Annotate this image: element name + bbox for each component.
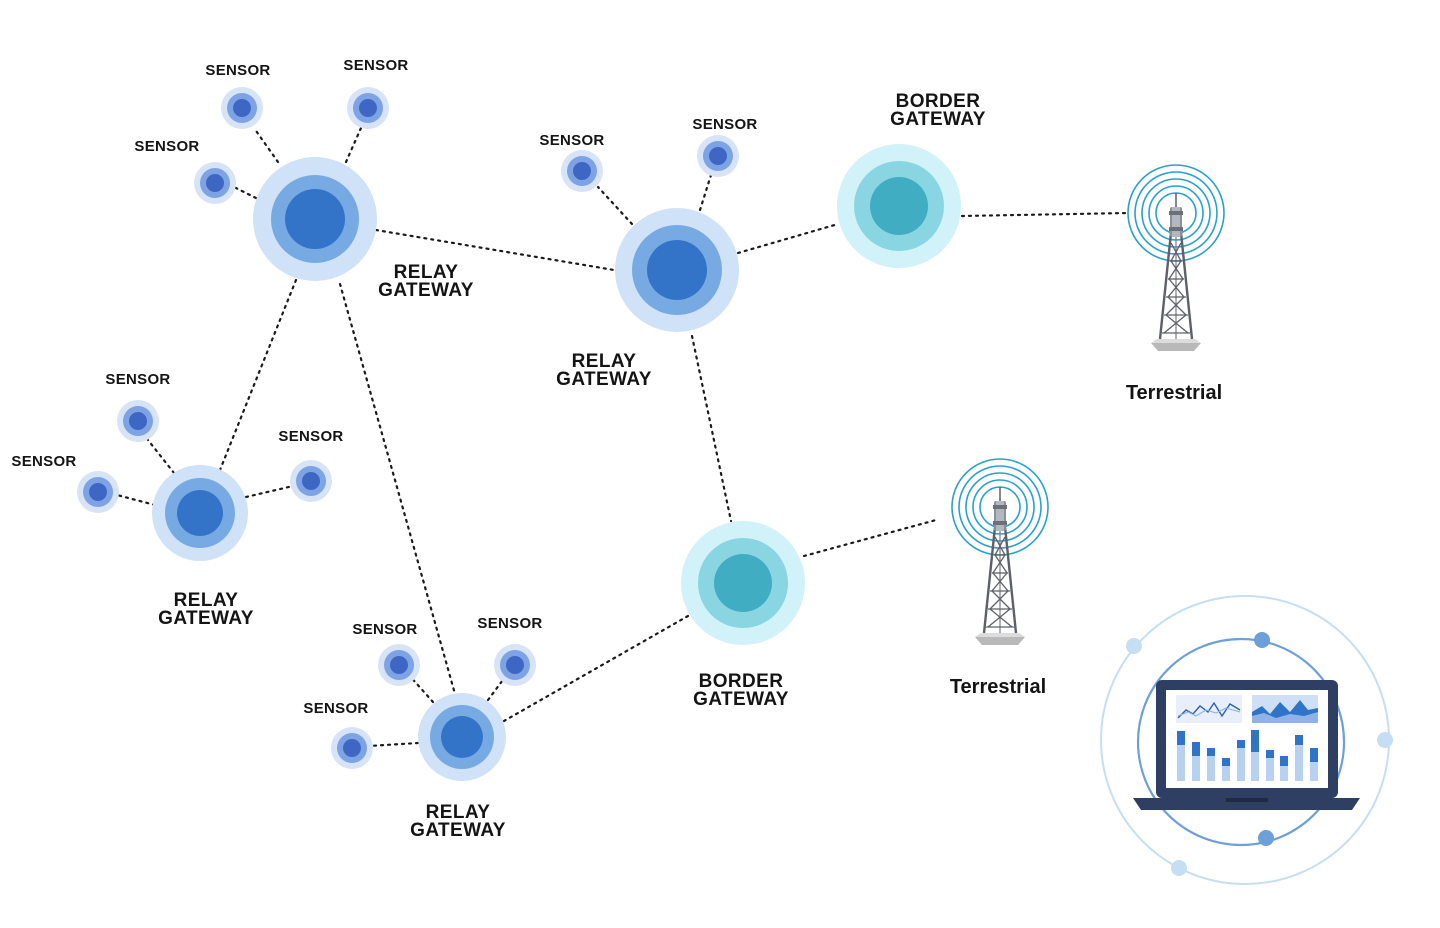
sensor-label: SENSOR bbox=[303, 700, 368, 717]
sensor-node bbox=[378, 644, 420, 686]
sensor-node bbox=[347, 87, 389, 129]
link-border1-tower1 bbox=[960, 211, 1130, 218]
sensor-label: SENSOR bbox=[477, 615, 542, 632]
relay-gateway-core bbox=[441, 716, 483, 758]
link-border2-relay4 bbox=[502, 614, 690, 723]
border-gateway-2 bbox=[681, 521, 805, 645]
link-relay2-border2 bbox=[690, 334, 733, 523]
link-relay1-sensor3 bbox=[232, 185, 258, 200]
sensor-label: SENSOR bbox=[11, 453, 76, 470]
relay-gateway-label-line1: RELAY bbox=[174, 590, 239, 611]
border-gateway-label-line1: BORDER bbox=[896, 91, 981, 112]
labels: SENSOR SENSOR SENSOR SENSOR SENSOR SENSO… bbox=[11, 57, 1222, 841]
sensor-node bbox=[697, 135, 739, 177]
sensor-node bbox=[290, 460, 332, 502]
relay-gateway-core bbox=[177, 490, 223, 536]
relay-gateway-label-line1: RELAY bbox=[394, 262, 459, 283]
border-gateway-core bbox=[714, 554, 772, 612]
border-gateway-label-line2: GATEWAY bbox=[890, 109, 986, 130]
sensor-label: SENSOR bbox=[352, 621, 417, 638]
border-gateway-label-line2: GATEWAY bbox=[693, 689, 789, 710]
relay-gateway-label-line2: GATEWAY bbox=[410, 820, 506, 841]
link-relay3-sensor3 bbox=[244, 484, 295, 499]
link-border2-tower2 bbox=[802, 518, 938, 558]
relay-gateway-label-line1: RELAY bbox=[426, 802, 491, 823]
terrestrial-label: Terrestrial bbox=[950, 676, 1046, 698]
link-relay1-relay3 bbox=[218, 278, 298, 472]
sensor-label: SENSOR bbox=[539, 132, 604, 149]
relay-gateway-1 bbox=[253, 157, 377, 281]
relay-gateway-label-line2: GATEWAY bbox=[556, 369, 652, 390]
orbit-dots bbox=[1126, 632, 1393, 876]
sensor-label: SENSOR bbox=[105, 371, 170, 388]
relay-gateway-3 bbox=[152, 465, 248, 561]
sensor-label: SENSOR bbox=[692, 116, 757, 133]
border-gateway-label-line1: BORDER bbox=[699, 671, 784, 692]
link-relay1-sensor1 bbox=[252, 126, 280, 164]
relay-gateway-core bbox=[285, 189, 345, 249]
sensor-label: SENSOR bbox=[134, 138, 199, 155]
link-relay2-sensor1 bbox=[596, 185, 634, 226]
sensor-node bbox=[117, 400, 159, 442]
link-relay1-sensor2 bbox=[344, 126, 363, 164]
link-relay1-relay4 bbox=[338, 282, 457, 696]
sensor-label: SENSOR bbox=[205, 62, 270, 79]
link-relay2-border1 bbox=[736, 222, 840, 255]
link-relay3-sensor2 bbox=[115, 493, 157, 507]
sensor-label: SENSOR bbox=[278, 428, 343, 445]
relay-gateway-core bbox=[647, 240, 707, 300]
relay-gateway-label-line1: RELAY bbox=[572, 351, 637, 372]
mini-bar-chart-icon bbox=[1177, 730, 1318, 781]
link-relay1-relay2 bbox=[374, 228, 616, 272]
tower-icon bbox=[1151, 193, 1201, 351]
tower-icon bbox=[975, 487, 1025, 645]
relay-gateway-label-line2: GATEWAY bbox=[158, 608, 254, 629]
sensor-node bbox=[221, 87, 263, 129]
sensor-node bbox=[561, 150, 603, 192]
sensor-node bbox=[494, 644, 536, 686]
laptop-icon bbox=[1133, 680, 1360, 810]
sensor-node bbox=[77, 471, 119, 513]
link-relay2-sensor2 bbox=[698, 173, 713, 212]
terrestrial-label: Terrestrial bbox=[1126, 382, 1222, 404]
relay-gateway-4 bbox=[418, 693, 506, 781]
sensor-node bbox=[331, 727, 373, 769]
sensor-node bbox=[194, 162, 236, 204]
terrestrial-tower-1 bbox=[1127, 164, 1225, 351]
relay-gateway-label-line2: GATEWAY bbox=[378, 280, 474, 301]
border-gateway-1 bbox=[837, 144, 961, 268]
border-gateway-core bbox=[870, 177, 928, 235]
terrestrial-tower-2 bbox=[951, 458, 1049, 645]
relay-gateway-2 bbox=[615, 208, 739, 332]
monitoring-laptop-illustration bbox=[1100, 595, 1393, 885]
sensor-label: SENSOR bbox=[343, 57, 408, 74]
link-relay3-sensor1 bbox=[146, 438, 176, 475]
